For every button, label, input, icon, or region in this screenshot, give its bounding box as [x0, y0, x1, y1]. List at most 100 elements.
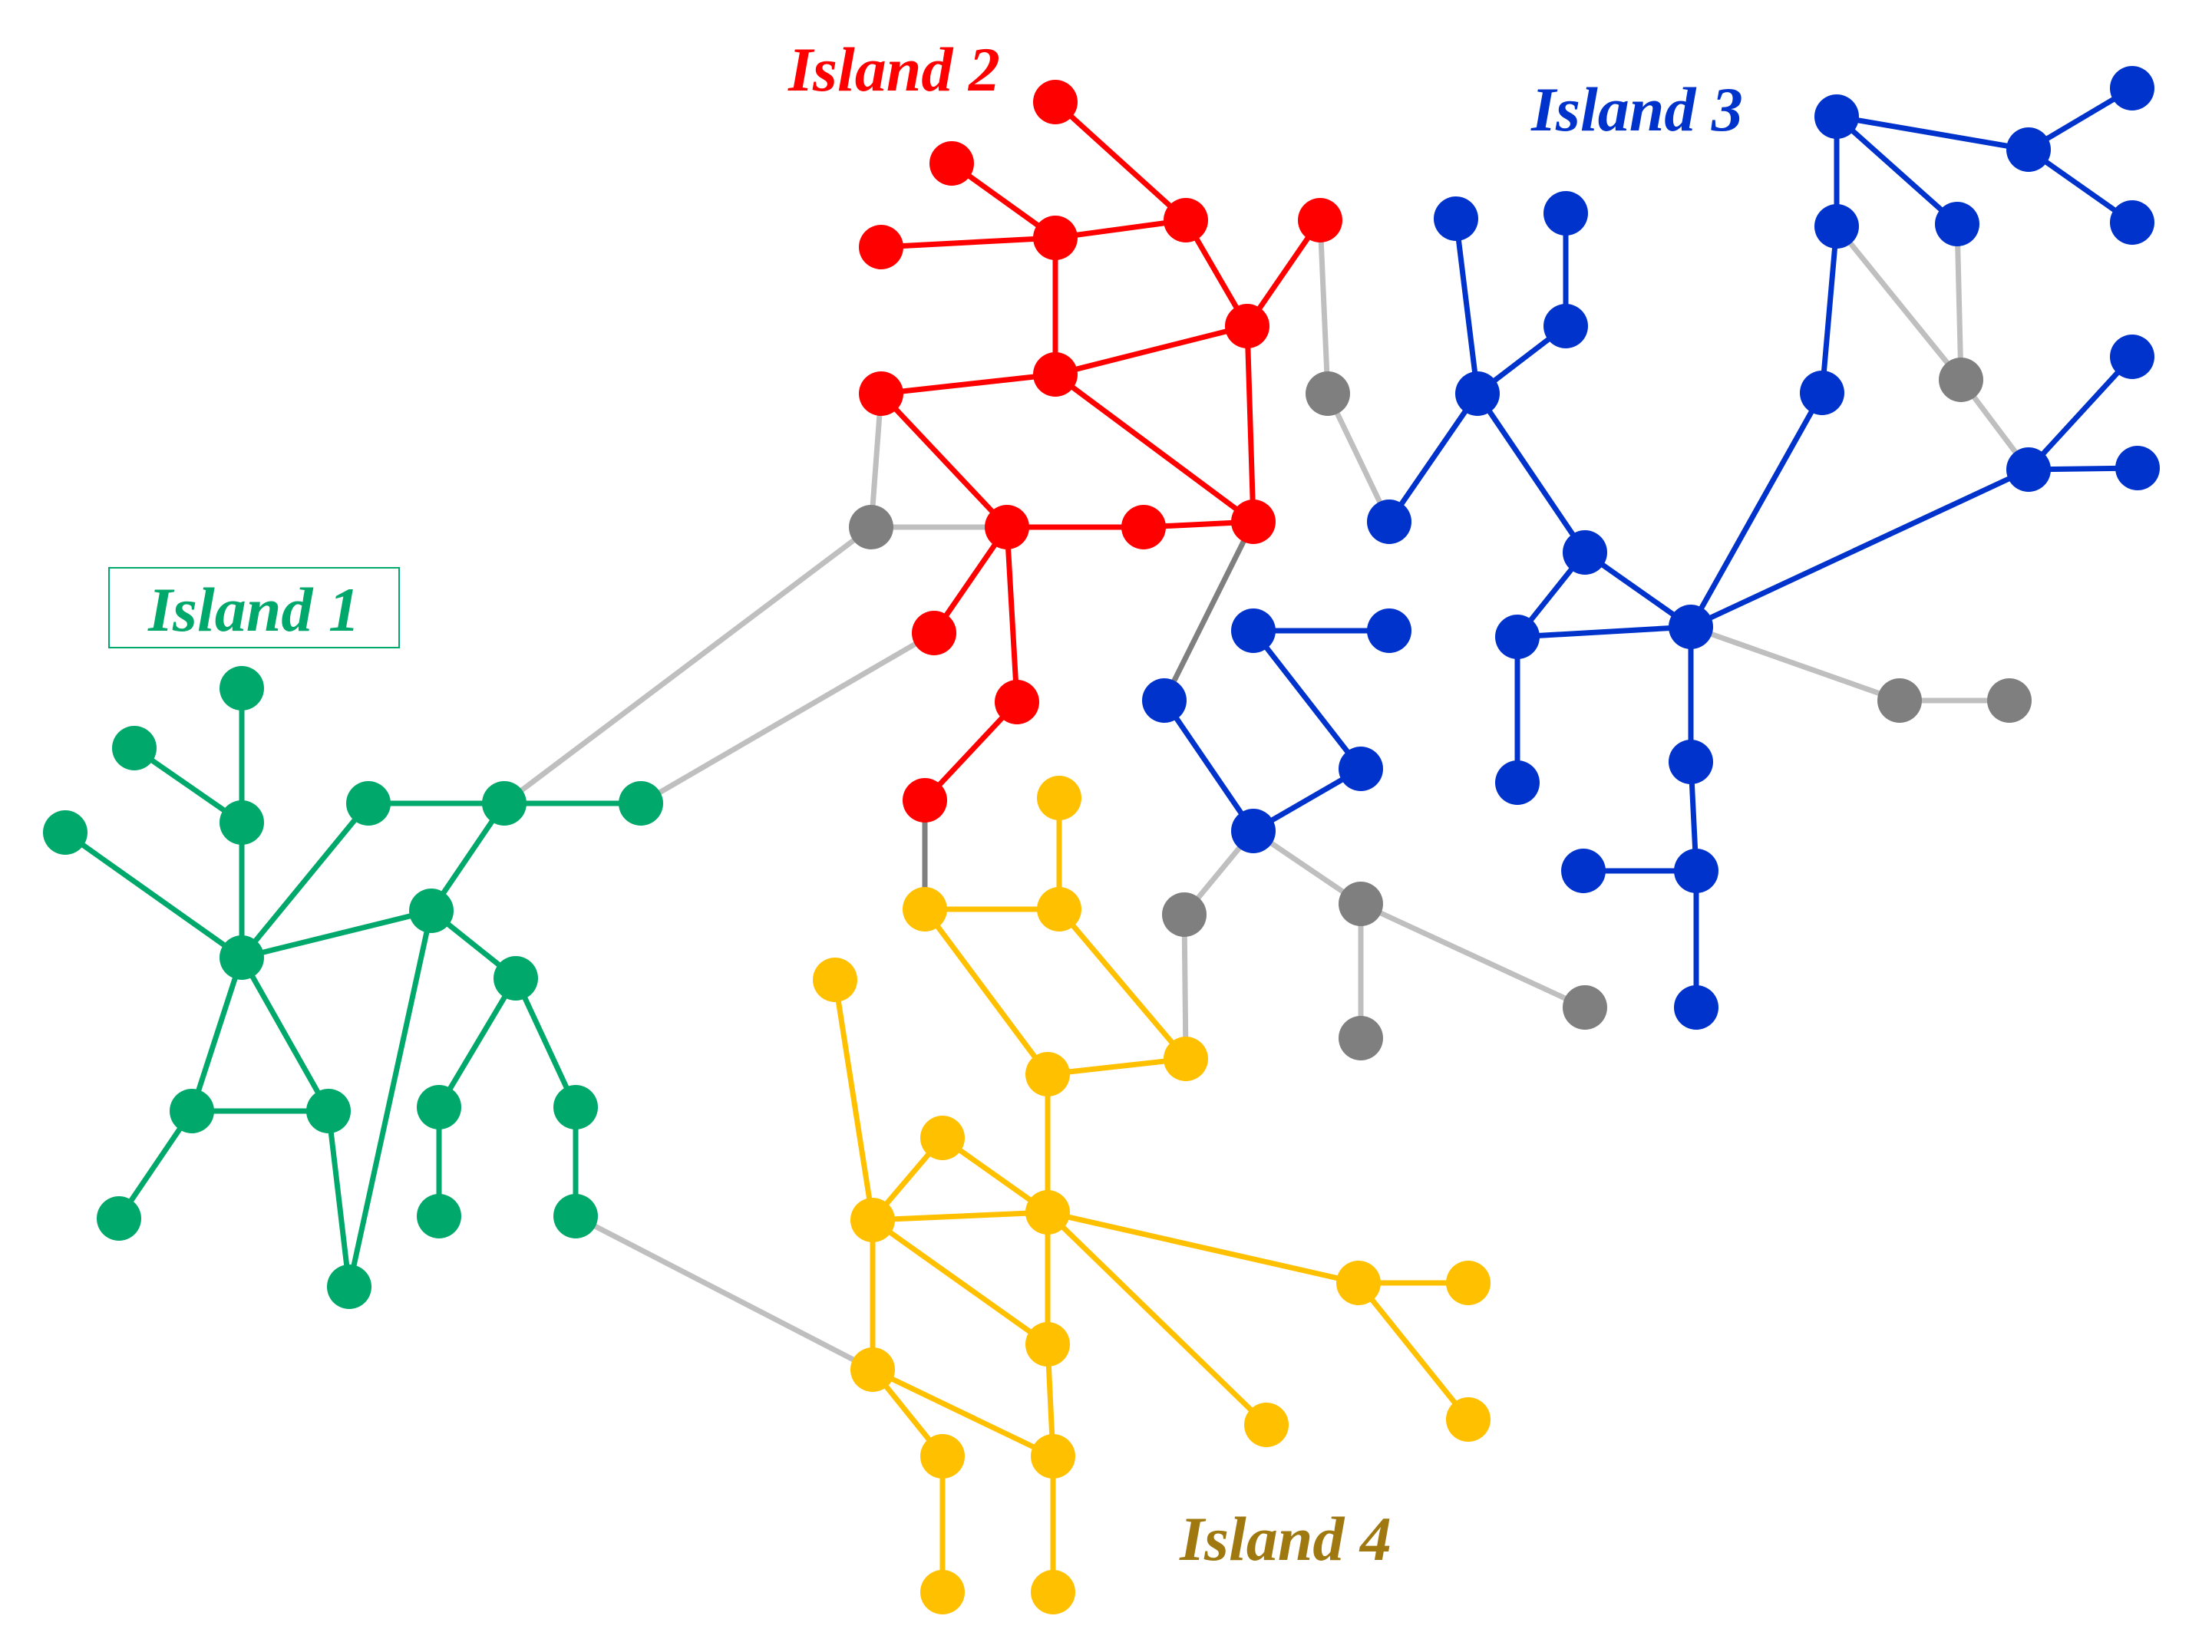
- tie-line: [1358, 901, 1588, 1011]
- island1-node: [409, 889, 454, 933]
- island4-node: [1025, 1190, 1070, 1235]
- closed-line: [1161, 519, 1256, 704]
- neutral-node: [1339, 1016, 1383, 1060]
- island1-node: [553, 1085, 598, 1129]
- island3-line: [2025, 354, 2135, 473]
- island1-line: [189, 955, 245, 1114]
- neutral-node: [1877, 678, 1922, 723]
- island3-node: [1455, 371, 1500, 416]
- neutral-node: [1306, 371, 1350, 416]
- island4-node: [920, 1116, 965, 1160]
- island3-node: [2110, 200, 2154, 245]
- island2-node: [903, 778, 947, 823]
- island3-node: [2110, 66, 2154, 110]
- island3-label: Island 3: [1530, 74, 1743, 144]
- island4-label: Island 4: [1179, 1504, 1392, 1574]
- island3-node: [1669, 740, 1713, 784]
- island4-node: [1446, 1261, 1491, 1305]
- island1-node: [220, 666, 264, 711]
- tie-line: [638, 630, 937, 806]
- island1-node: [327, 1265, 371, 1309]
- island3-line: [1688, 467, 2032, 630]
- tie-line: [573, 1213, 876, 1373]
- island2-node: [985, 505, 1029, 549]
- island1-label: Island 1: [147, 575, 360, 645]
- island4-line: [870, 1217, 1051, 1347]
- island3-line: [1514, 624, 1694, 640]
- island4-line: [1045, 1209, 1269, 1428]
- neutral-node: [1939, 358, 1983, 402]
- island3-line: [1819, 223, 1840, 396]
- island1-node: [417, 1085, 461, 1129]
- island4-node: [920, 1434, 965, 1479]
- island3-line: [1834, 114, 1960, 227]
- island1-node: [112, 726, 157, 770]
- island1-line: [513, 975, 579, 1110]
- island1-line: [436, 975, 519, 1110]
- island1-node: [170, 1089, 214, 1133]
- island1-node: [346, 781, 391, 826]
- island2-label: Island 2: [787, 35, 1000, 104]
- island3-line: [1474, 391, 1588, 556]
- island1-node: [417, 1194, 461, 1238]
- island1-node: [306, 1089, 351, 1133]
- island4-line: [1056, 906, 1189, 1062]
- island4-node: [850, 1347, 895, 1392]
- island3-line: [1688, 390, 1825, 630]
- island2-line: [878, 391, 1010, 530]
- island2-line: [878, 371, 1058, 397]
- island3-node: [1674, 985, 1718, 1030]
- island2-node: [929, 141, 974, 186]
- island1-node: [494, 956, 538, 1001]
- island1-node: [619, 781, 663, 826]
- island3-node: [2006, 447, 2051, 492]
- island4-node: [1037, 776, 1081, 820]
- island3-line: [1453, 216, 1481, 397]
- island3-node: [1814, 204, 1859, 249]
- island3-line: [1161, 697, 1256, 834]
- island1-line: [346, 908, 434, 1290]
- island2-node: [1121, 505, 1166, 549]
- neutral-node: [1162, 892, 1207, 937]
- island2-line: [878, 235, 1058, 250]
- neutral-node: [1987, 678, 2032, 723]
- island2-node: [1164, 198, 1208, 242]
- island2-node: [995, 680, 1039, 724]
- island4-line: [1355, 1280, 1471, 1423]
- island3-node: [1669, 605, 1713, 649]
- island2-line: [1052, 99, 1189, 223]
- island1-line: [239, 800, 371, 961]
- island3-node: [1367, 608, 1411, 653]
- tie-line: [1317, 217, 1331, 397]
- island3-node: [1367, 500, 1411, 544]
- island2-node: [1231, 500, 1276, 544]
- island2-node: [1298, 198, 1342, 242]
- island1-node: [43, 810, 87, 855]
- island4-line: [922, 906, 1051, 1077]
- island3-line: [1386, 391, 1481, 525]
- island4-node: [1244, 1403, 1289, 1447]
- island3-line: [1834, 114, 2032, 153]
- tie-line: [501, 524, 874, 806]
- tie-line: [1181, 912, 1189, 1062]
- island3-node: [1800, 371, 1844, 415]
- island3-node: [2110, 335, 2154, 379]
- island2-node: [1225, 304, 1269, 348]
- island2-line: [1052, 371, 1256, 525]
- island3-node: [2006, 127, 2051, 172]
- island1-node: [482, 781, 527, 826]
- island4-node: [1037, 887, 1081, 932]
- island4-node: [1446, 1397, 1491, 1442]
- island2-node: [1033, 352, 1078, 397]
- island1-line: [239, 908, 434, 961]
- island4-node: [1025, 1052, 1070, 1096]
- island2-line: [1052, 323, 1250, 378]
- island2-node: [1033, 216, 1078, 260]
- island3-node: [1543, 191, 1588, 236]
- island4-line: [1045, 1056, 1189, 1077]
- island1-node: [220, 800, 264, 845]
- island3-node: [2115, 446, 2160, 490]
- island4-line: [870, 1209, 1051, 1223]
- island3-node: [1339, 747, 1383, 791]
